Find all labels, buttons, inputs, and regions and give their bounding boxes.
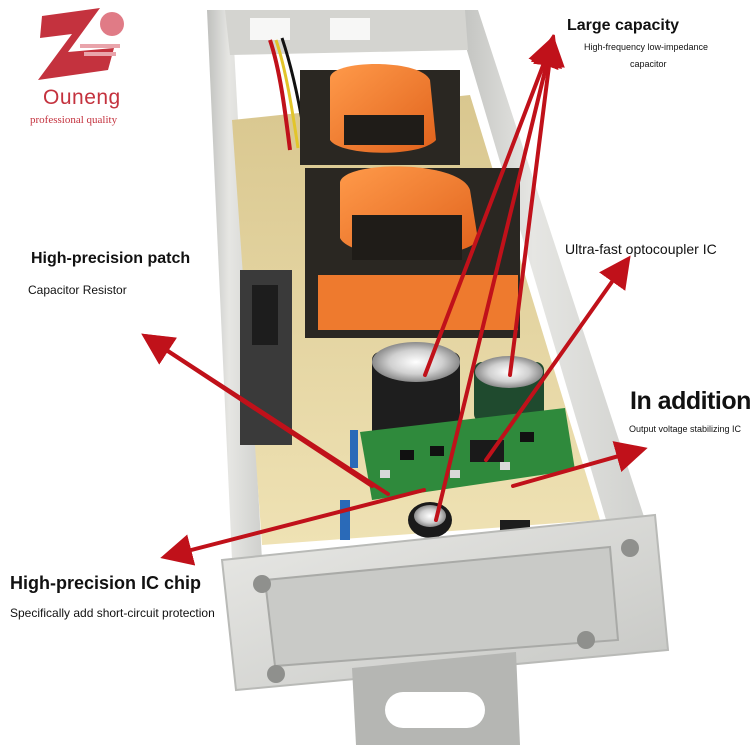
ouneng-logo-icon — [38, 8, 124, 80]
arrow-large-capacity-1 — [423, 34, 559, 377]
label-patch-sub: Capacitor Resistor — [28, 283, 127, 297]
annotation-arrows — [141, 34, 648, 566]
label-addition: In addition, — [630, 387, 750, 415]
mounting-tab — [352, 652, 520, 745]
arrow-large-capacity-2 — [508, 34, 565, 377]
label-ic-chip: High-precision IC chip — [10, 573, 202, 593]
small-capacitor — [408, 502, 452, 538]
label-large-capacity-sub1: High-frequency low-impedance — [584, 42, 709, 52]
wire-bundle — [268, 39, 292, 151]
label-optocoupler: Ultra-fast optocoupler IC — [565, 241, 717, 257]
transformer-top — [300, 64, 460, 165]
brand-name: Ouneng — [43, 86, 121, 109]
arrow-large-capacity-3 — [434, 34, 562, 522]
brand-tagline: professional quality — [30, 114, 118, 126]
resistor — [350, 430, 358, 468]
housing-end-cap — [220, 513, 670, 692]
housing-right-wall — [455, 10, 650, 540]
transformer-bottom — [305, 166, 520, 338]
arrow-ic-chip — [160, 488, 426, 566]
label-large-capacity-sub2: capacitor — [630, 59, 667, 69]
arrow-patch-2 — [141, 333, 390, 496]
label-patch: High-precision patch — [31, 250, 191, 267]
label-large-capacity: Large capacity — [567, 17, 680, 34]
arrow-addition — [511, 441, 648, 488]
label-ic-chip-sub: Specifically add short-circuit protectio… — [10, 606, 215, 620]
label-addition-sub: Output voltage stabilizing IC — [629, 424, 742, 434]
electrolytic-capacitor-large — [372, 342, 460, 442]
arrow-optocoupler — [484, 255, 631, 462]
